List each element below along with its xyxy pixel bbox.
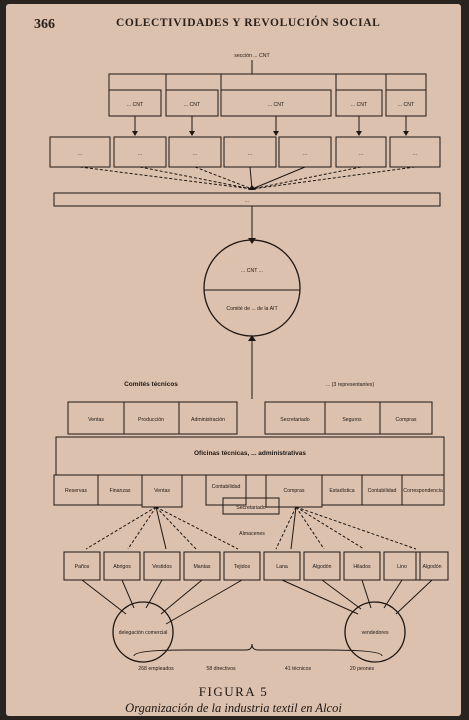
right-box: Secretariado — [280, 417, 310, 423]
book-page: 366 COLECTIVIDADES Y REVOLUCIÓN SOCIAL — [6, 4, 461, 716]
lower-box: Contabilidad — [212, 484, 241, 490]
bottom-value: 20 peones — [350, 666, 375, 672]
running-title: COLECTIVIDADES Y REVOLUCIÓN SOCIAL — [116, 17, 381, 29]
row1-box: ... CNT — [398, 102, 415, 108]
product-box: Lino — [397, 564, 407, 570]
product-box: Lana — [276, 564, 288, 570]
product-box: Vestidos — [152, 564, 172, 570]
product-box: Paños — [75, 564, 90, 570]
org-diagram: sección ... CNT ... CNT ... CNT ... CNT … — [49, 53, 449, 672]
product-box: Hilados — [353, 564, 371, 570]
page-number: 366 — [34, 17, 55, 32]
lower-box: Ventas — [154, 488, 170, 494]
left-box: Producción — [138, 417, 164, 423]
circle-bottom-label: Comité de ... de la AIT — [226, 306, 278, 312]
lower-box: Estadística — [329, 488, 354, 494]
top-label: sección ... CNT — [234, 53, 270, 59]
row1-box: ... CNT — [268, 102, 285, 108]
right-box: Compras — [395, 417, 416, 423]
product-box: Tejidos — [234, 564, 251, 570]
right-box: Seguros — [342, 417, 362, 423]
figure-label: FIGURA 5 — [198, 684, 269, 699]
product-box: Algodón — [422, 564, 441, 570]
row2-box: ... — [78, 151, 82, 157]
lower-box: Contabilidad — [368, 488, 397, 494]
lower-box: Finanzas — [109, 488, 130, 494]
right-group-label: ... (3 representantes) — [326, 382, 374, 388]
lower-box: Correspondencia — [403, 488, 443, 494]
row2-box: ... — [413, 151, 417, 157]
wide-band-label: Oficinas técnicas, ... administrativas — [194, 450, 306, 457]
circle-left-label: delegación comercial — [119, 630, 168, 636]
bottom-value: 58 directivos — [206, 666, 236, 672]
row1-box: ... CNT — [351, 102, 368, 108]
row1-box: ... CNT — [127, 102, 144, 108]
long-bar-label: ... — [245, 198, 249, 204]
row2-box: ... — [248, 151, 252, 157]
bottom-value: 41 técnicos — [285, 666, 312, 672]
bottom-value: 268 empleados — [138, 666, 174, 672]
lower-box: Compras — [283, 488, 304, 494]
product-box: Mantas — [193, 564, 210, 570]
circle-top-label: ... CNT ... — [241, 268, 263, 274]
left-box: Ventas — [88, 417, 104, 423]
product-box: Algodón — [312, 564, 331, 570]
middle-tag: Secretariado — [236, 505, 266, 511]
lower-box: Reservas — [65, 488, 87, 494]
left-group-label: Comités técnicos — [124, 381, 178, 388]
row1-box: ... CNT — [184, 102, 201, 108]
circle-right-label: vendedores — [361, 630, 389, 636]
figure-caption: Organización de la industria textil en A… — [125, 701, 342, 715]
row2-box: ... — [303, 151, 307, 157]
row2-box: ... — [138, 151, 142, 157]
product-box: Abrigos — [113, 564, 131, 570]
almacenes-label: Almacenes — [239, 531, 265, 537]
row2-box: ... — [193, 151, 197, 157]
left-box: Administración — [191, 417, 225, 423]
row2-box: ... — [359, 151, 363, 157]
